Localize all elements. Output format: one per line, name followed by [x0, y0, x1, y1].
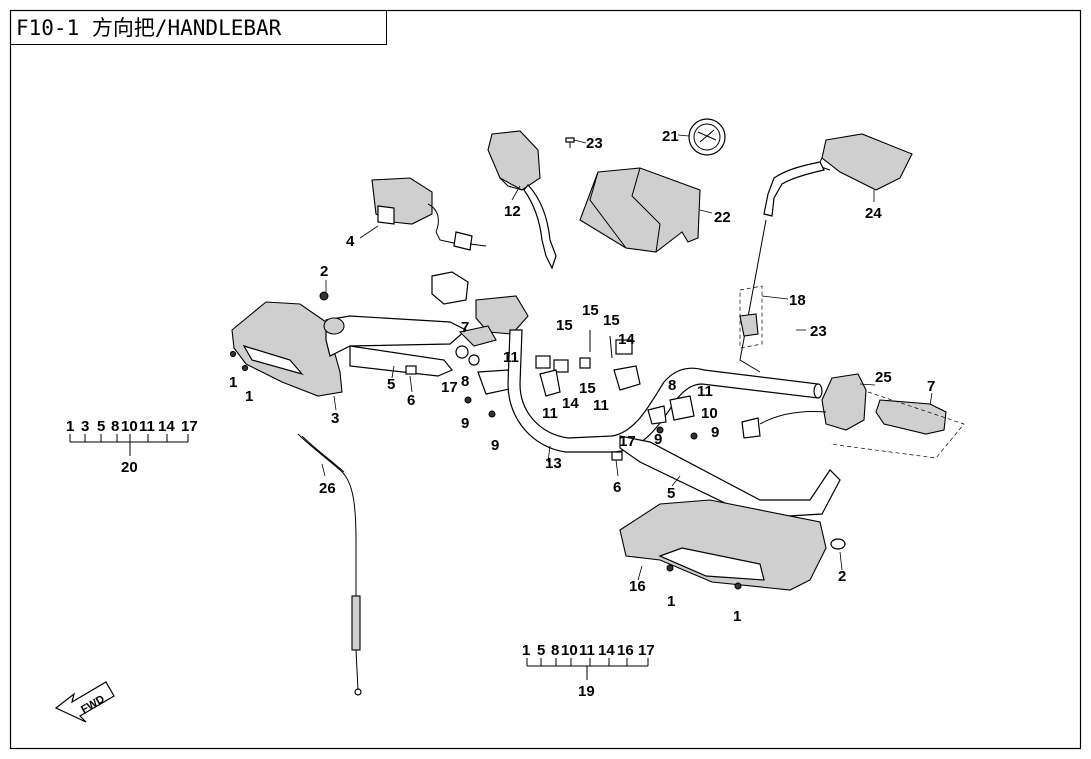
callout-labels: 23 21 12 22 24 4 2 18 23 15 15 15 14 7 1… [229, 128, 935, 625]
callout-25: 25 [875, 369, 892, 386]
master-cylinder-part [371, 177, 487, 251]
callout-17b: 17 [619, 433, 636, 450]
group-20-member-17: 17 [181, 418, 198, 435]
group-19-member-16: 16 [617, 642, 634, 659]
callout-7a: 7 [461, 319, 469, 336]
callout-2b: 2 [838, 568, 846, 585]
callout-11a: 11 [503, 349, 519, 366]
callout-9a: 9 [461, 415, 469, 432]
callout-8a: 8 [461, 373, 469, 390]
callout-22: 22 [714, 209, 731, 226]
forward-arrow-icon: FWD [54, 681, 115, 723]
callout-13: 13 [545, 455, 562, 472]
group-20-labels: 1 3 5 8 10 11 14 17 20 [66, 418, 198, 476]
callout-21: 21 [662, 128, 679, 145]
group-19-member-14: 14 [598, 642, 615, 659]
callout-15a: 15 [582, 302, 599, 319]
callout-16: 16 [629, 578, 646, 595]
callout-14b: 14 [562, 395, 579, 412]
center-bolts-part [579, 330, 641, 391]
cap-part [688, 118, 726, 156]
group-19-member-17: 17 [638, 642, 655, 659]
group-20-member-11: 11 [139, 418, 155, 435]
callout-1a: 1 [229, 374, 237, 391]
callout-18: 18 [789, 292, 806, 309]
right-mirror-part [763, 133, 913, 217]
callout-11b: 11 [593, 397, 609, 414]
callout-4: 4 [346, 233, 355, 250]
group-19-member-10: 10 [561, 642, 578, 659]
callout-1c: 1 [667, 593, 675, 610]
group-20-member-1: 1 [66, 418, 74, 435]
callout-23b: 23 [810, 323, 827, 340]
handlebar-tube-part [507, 329, 823, 453]
group-19-member-5: 5 [537, 642, 545, 659]
sheet-border [9, 9, 1082, 750]
callout-1b: 1 [245, 388, 253, 405]
callout-11c: 11 [542, 405, 558, 422]
windshield-cover-part [579, 167, 701, 253]
group-20-bracket [69, 434, 189, 456]
callout-24: 24 [865, 205, 882, 222]
callout-15b: 15 [603, 312, 620, 329]
cable-18-part [739, 219, 767, 373]
callout-26: 26 [319, 480, 336, 497]
leader-lines [321, 134, 933, 581]
callout-6b: 6 [613, 479, 621, 496]
callout-15d: 15 [579, 380, 596, 397]
callout-17a: 17 [441, 379, 458, 396]
screw-23-top-part [565, 137, 575, 148]
left-clamp-cluster-part [431, 271, 569, 418]
left-handguard-part [229, 301, 343, 397]
callout-9b: 9 [491, 437, 499, 454]
callout-7b: 7 [927, 378, 935, 395]
group-20-member-10: 10 [121, 418, 138, 435]
callout-3: 3 [331, 410, 339, 427]
callout-10a: 10 [701, 405, 718, 422]
callout-1d: 1 [733, 608, 741, 625]
right-bracket-part [619, 435, 841, 519]
group-20-label: 20 [121, 459, 138, 476]
callout-5a: 5 [387, 376, 395, 393]
right-clamp-cluster-part [647, 395, 698, 440]
callout-11d: 11 [697, 383, 713, 400]
callout-2a: 2 [320, 263, 328, 280]
group-20-member-14: 14 [158, 418, 175, 435]
page-title: F10-1 方向把/HANDLEBAR [10, 10, 387, 45]
group-20-member-5: 5 [97, 418, 105, 435]
misc-small-parts [319, 291, 623, 461]
group-20-member-3: 3 [81, 418, 89, 435]
right-handguard-part [619, 499, 846, 591]
callout-23a: 23 [586, 135, 603, 152]
callout-5b: 5 [667, 485, 675, 502]
group-19-bracket [526, 658, 649, 680]
left-mirror-part [487, 130, 557, 270]
group-19-member-11: 11 [579, 642, 595, 659]
callout-15c: 15 [556, 317, 573, 334]
callout-12: 12 [504, 203, 521, 220]
callout-9d: 9 [711, 424, 719, 441]
group-19-label: 19 [578, 683, 595, 700]
callout-9c: 9 [654, 431, 662, 448]
group-19-member-1: 1 [522, 642, 530, 659]
left-bracket-part [323, 315, 468, 377]
group-19-labels: 1 5 8 10 11 14 16 17 19 [522, 642, 655, 700]
callout-6a: 6 [407, 392, 415, 409]
group-19-member-8: 8 [551, 642, 559, 659]
callout-8b: 8 [668, 377, 676, 394]
right-switch-grip-part [741, 373, 965, 459]
callout-14a: 14 [618, 331, 635, 348]
group-20-member-8: 8 [111, 418, 119, 435]
throttle-cable-part [297, 433, 362, 696]
